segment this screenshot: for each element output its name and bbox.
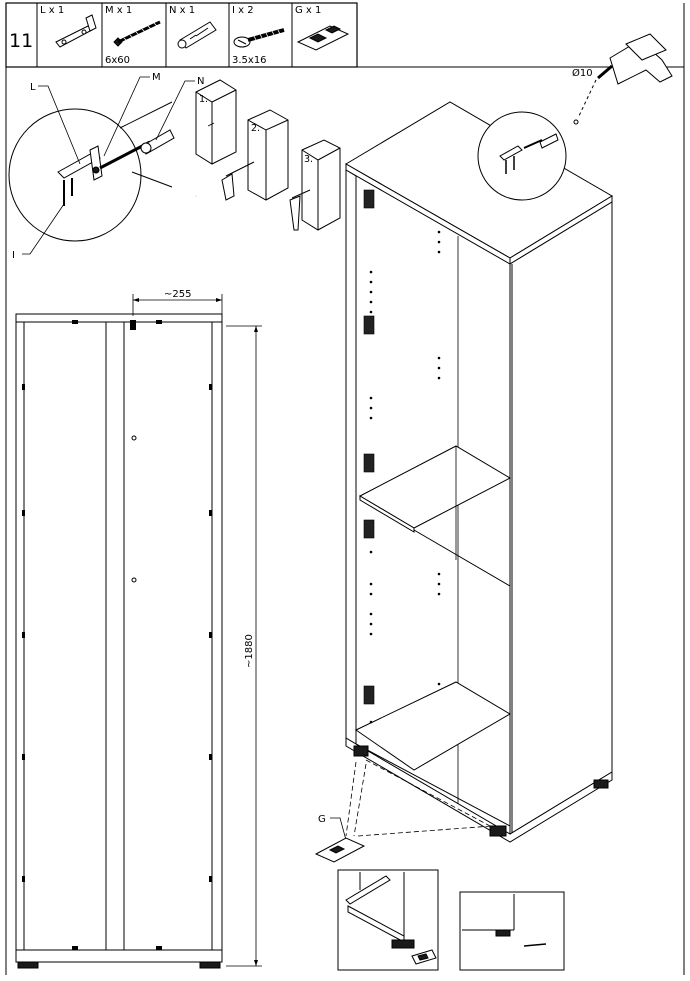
foot-detail-left — [337, 869, 439, 971]
depth-dimension-label: ~255 — [164, 289, 191, 300]
wall-prep-steps: 1. 2. 3. — [195, 79, 341, 231]
leveling-wedge-icon — [296, 25, 350, 51]
sub-step-3-label: 3. — [304, 154, 313, 165]
part-i-size: 3.5x16 — [232, 55, 267, 66]
wall-plug-icon — [177, 21, 217, 49]
depth-dimension: ~255 — [132, 289, 223, 316]
callout-g: G — [318, 814, 326, 825]
callout-l: L — [30, 82, 36, 93]
height-dimension: ~1880 — [226, 325, 262, 967]
part-m-qty: M x 1 — [105, 5, 132, 16]
part-i-qty: I x 2 — [232, 5, 254, 16]
sub-step-1-label: 1. — [199, 94, 208, 105]
height-dimension-label: ~1880 — [244, 634, 255, 668]
step-number: 11 — [9, 30, 33, 52]
part-g-qty: G x 1 — [295, 5, 321, 16]
wall-anchor-detail: L M N I — [8, 72, 204, 261]
part-l-qty: L x 1 — [40, 5, 64, 16]
drill-icon: Ø10 — [572, 33, 673, 125]
short-screw-icon — [233, 28, 285, 48]
callout-m: M — [152, 72, 161, 83]
sub-step-2-label: 2. — [251, 123, 260, 134]
drill-size-label: Ø10 — [572, 67, 593, 79]
callout-n: N — [197, 76, 204, 87]
cabinet-bracket-detail — [477, 111, 567, 201]
cabinet-isometric — [345, 101, 613, 843]
angle-bracket-icon — [55, 14, 97, 48]
foot-detail-right — [459, 891, 565, 971]
callout-i: I — [12, 250, 15, 261]
leveling-wedge-callout: G — [314, 759, 493, 863]
parts-table: 11 L x 1 M x 1 6x60 N x 1 I x 2 3.5x16 G… — [5, 2, 685, 975]
part-n-qty: N x 1 — [169, 5, 195, 16]
front-elevation — [15, 313, 223, 969]
part-m-size: 6x60 — [105, 55, 130, 66]
long-screw-icon — [113, 20, 161, 47]
